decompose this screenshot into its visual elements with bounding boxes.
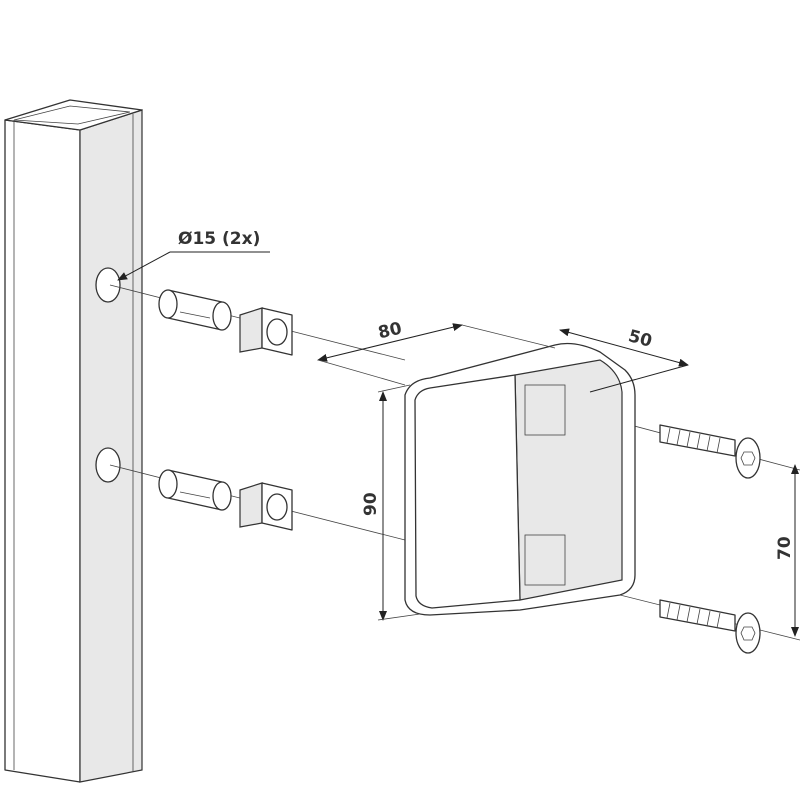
dimension-height: 90 [361, 384, 421, 621]
insert-sleeve-top [158, 289, 232, 331]
dimension-depth: 50 [559, 326, 689, 393]
screw-top [659, 424, 761, 479]
height-label: 90 [361, 492, 381, 516]
screw-spacing-label: 70 [775, 536, 795, 560]
insert-sleeve-bottom [158, 469, 232, 511]
insert-cap-top [239, 307, 293, 356]
hole-top [95, 267, 121, 303]
hole-diameter-label: Ø15 (2x) [178, 229, 260, 249]
screw-bottom [659, 599, 761, 654]
gate-stop-bracket [404, 342, 636, 616]
depth-label: 50 [626, 326, 654, 351]
insert-cap-bottom [239, 482, 293, 531]
hole-bottom [95, 447, 121, 483]
dimension-screw-spacing: 70 [775, 464, 799, 637]
square-post [4, 99, 143, 783]
dimension-hole: Ø15 (2x) [117, 229, 270, 281]
